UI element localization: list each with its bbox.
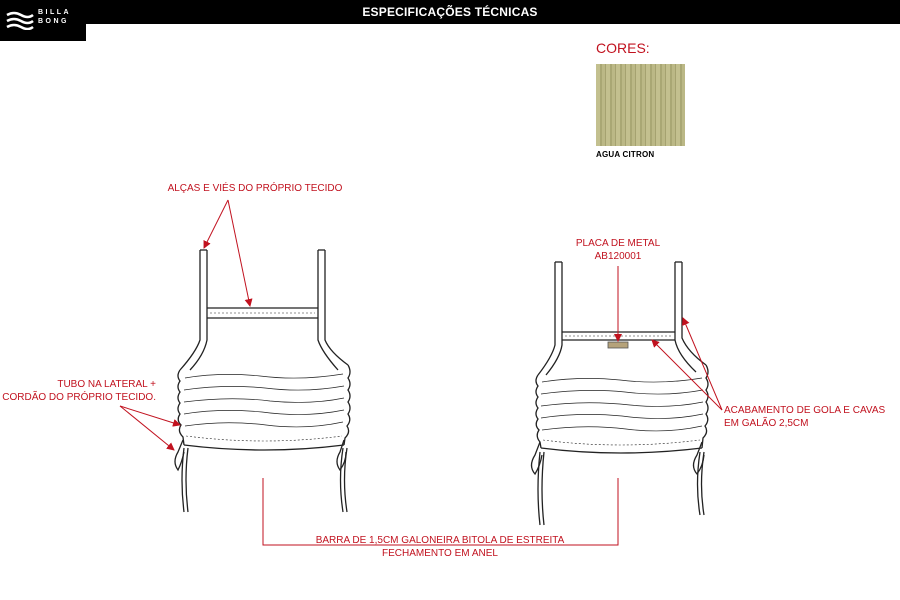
color-swatch-name: AGUA CITRON bbox=[596, 150, 655, 159]
tube-annotation-line-2: CORDÃO DO PRÓPRIO TECIDO. bbox=[2, 392, 156, 403]
logo-line-1: BILLA bbox=[38, 9, 72, 16]
hem-annotation-line-2: FECHAMENTO EM ANEL bbox=[382, 548, 498, 559]
logo-line-2: BONG bbox=[38, 18, 69, 25]
annotation-arrows bbox=[119, 199, 723, 546]
color-swatch bbox=[596, 64, 685, 146]
straps-annotation: ALÇAS E VIÉS DO PRÓPRIO TECIDO bbox=[150, 182, 360, 195]
plate-annotation-line-2: AB120001 bbox=[594, 251, 642, 262]
metal-plate-icon bbox=[607, 341, 629, 349]
straps-annotation-text: ALÇAS E VIÉS DO PRÓPRIO TECIDO bbox=[167, 183, 343, 194]
plate-annotation-line-1: PLACA DE METAL bbox=[575, 238, 661, 249]
finish-annotation: ACABAMENTO DE GOLA E CAVAS EM GALÃO 2,5C… bbox=[724, 404, 885, 430]
page-title: ESPECIFICAÇÕES TÉCNICAS bbox=[362, 5, 538, 19]
hem-annotation-line-1: BARRA DE 1,5CM GALONEIRA BITOLA DE ESTRE… bbox=[315, 535, 565, 546]
finish-annotation-line-1: ACABAMENTO DE GOLA E CAVAS bbox=[724, 405, 886, 416]
hem-annotation: BARRA DE 1,5CM GALONEIRA BITOLA DE ESTRE… bbox=[300, 534, 580, 560]
brand-wave-icon bbox=[6, 11, 34, 30]
finish-annotation-line-2: EM GALÃO 2,5CM bbox=[724, 418, 809, 429]
tube-annotation: TUBO NA LATERAL + CORDÃO DO PRÓPRIO TECI… bbox=[0, 378, 156, 404]
brand-logo-text: BILLA BONG bbox=[38, 8, 71, 26]
tube-annotation-line-1: TUBO NA LATERAL + bbox=[57, 379, 156, 390]
header-bar bbox=[0, 0, 900, 24]
plate-annotation: PLACA DE METAL AB120001 bbox=[556, 237, 680, 263]
colors-label: CORES: bbox=[596, 40, 650, 56]
back-garment bbox=[530, 261, 709, 526]
front-garment bbox=[174, 249, 351, 513]
brand-logo: BILLA BONG bbox=[0, 0, 86, 41]
